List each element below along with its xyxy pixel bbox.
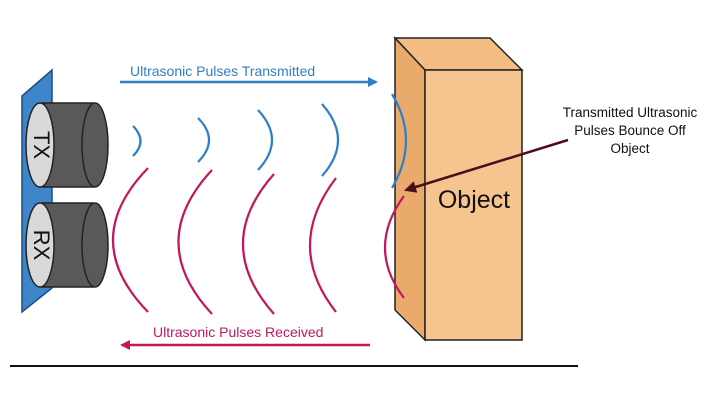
bounce-pointer-arrow <box>404 138 569 193</box>
tx-label: TX <box>29 131 54 159</box>
bounce-label-line3: Object <box>610 141 649 156</box>
transmitted-pulses <box>132 93 407 189</box>
transmit-wave-2 <box>197 117 211 163</box>
receive-wave-5 <box>384 195 405 299</box>
transmit-wave-3 <box>257 109 273 171</box>
bounce-label-line2: Pulses Bounce Off <box>574 123 686 138</box>
receive-wave-4 <box>309 177 337 313</box>
sensor-module: TX RX <box>21 68 109 314</box>
object-label: Object <box>438 186 510 214</box>
rx-label: RX <box>29 230 54 261</box>
receive-wave-1 <box>111 167 149 313</box>
received-label: Ultrasonic Pulses Received <box>153 324 323 340</box>
receive-wave-3 <box>241 173 275 315</box>
bounce-annotation: Transmitted Ultrasonic Pulses Bounce Off… <box>404 105 698 193</box>
transmit-wave-5 <box>391 93 407 189</box>
bounce-label-line1: Transmitted Ultrasonic <box>563 105 698 120</box>
transmit-wave-1 <box>132 125 142 157</box>
transmitted-label: Ultrasonic Pulses Transmitted <box>130 63 315 79</box>
transmit-wave-4 <box>321 103 340 177</box>
received-pulses <box>111 167 405 315</box>
object-front-face <box>424 69 523 341</box>
object-box: Object <box>393 36 524 342</box>
tx-transducer: TX <box>25 102 109 188</box>
rx-transducer: RX <box>25 202 109 288</box>
receive-wave-2 <box>177 169 213 315</box>
